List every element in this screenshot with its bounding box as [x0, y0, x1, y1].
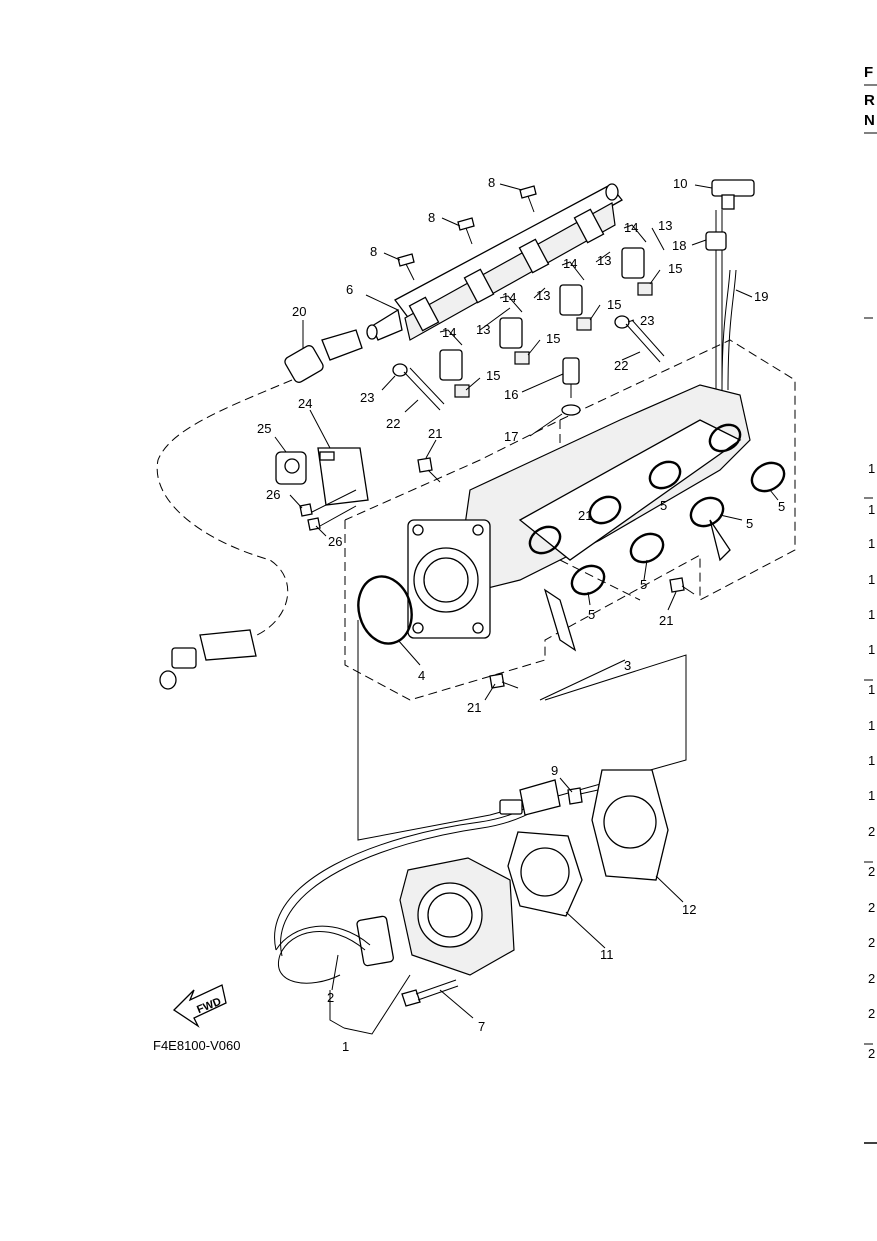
manifold-inlet-flange	[407, 519, 491, 639]
callout-label: 15	[607, 297, 621, 312]
pressure-sensor	[705, 179, 755, 391]
callout-label: 2	[327, 990, 334, 1005]
edge-row-number: 1	[868, 607, 875, 622]
edge-row-number: 2	[868, 824, 875, 839]
callout-label: 14	[563, 256, 577, 271]
o-ring	[357, 461, 786, 645]
bolt-21-22-23	[392, 315, 695, 689]
callout-label: 25	[257, 421, 271, 436]
callout-label: 3	[624, 658, 631, 673]
callout-label: 21	[578, 508, 592, 523]
callout-label: 1	[342, 1039, 349, 1054]
callout-label: 16	[504, 387, 518, 402]
callout-label: 26	[328, 534, 342, 549]
callout-label: 20	[292, 304, 306, 319]
callout-label: 7	[478, 1019, 485, 1034]
callout-label: 6	[346, 282, 353, 297]
callout-label: 21	[467, 700, 481, 715]
callout-label: 5	[746, 516, 753, 531]
callout-label: 18	[672, 238, 686, 253]
edge-row-number: 2	[868, 1006, 875, 1021]
edge-row-number: 1	[868, 502, 875, 517]
gasket	[507, 769, 669, 917]
callout-labels: 1 2 3 4 5 5 5 5 5 6 7 8 8 8 9 10 11 12 1…	[257, 175, 785, 1054]
edge-row-number: 1	[868, 788, 875, 803]
callout-label: 15	[486, 368, 500, 383]
callout-label: 13	[658, 218, 672, 233]
callout-label: 21	[428, 426, 442, 441]
callout-label: 8	[428, 210, 435, 225]
callout-label: 9	[551, 763, 558, 778]
edge-header-letter: F	[864, 64, 873, 81]
throttle-body	[274, 779, 561, 984]
edge-header-letter: N	[864, 112, 875, 129]
edge-row-number: 2	[868, 935, 875, 950]
callout-label: 5	[640, 577, 647, 592]
callout-label: 15	[546, 331, 560, 346]
diagram-reference-code: F4E8100-V060	[153, 1038, 240, 1053]
callout-label: 5	[778, 499, 785, 514]
fuel-rail	[366, 183, 623, 341]
callout-label: 23	[360, 390, 374, 405]
leader-lines	[274, 183, 779, 1035]
edge-row-number: 2	[868, 971, 875, 986]
edge-row-number: 1	[868, 572, 875, 587]
temp-sensor	[561, 357, 581, 416]
callout-label: 13	[597, 253, 611, 268]
bracket	[275, 447, 369, 531]
callout-label: 23	[640, 313, 654, 328]
edge-row-number: 1	[868, 536, 875, 551]
callout-label: 19	[754, 289, 768, 304]
callout-label: 22	[614, 358, 628, 373]
callout-label: 8	[370, 244, 377, 259]
callout-label: 11	[600, 947, 614, 962]
callout-label: 22	[386, 416, 400, 431]
adjacent-page-edge: F R N 1 1 1 1 1 1 1 1 1 1 2 2 2 2 2 2 2	[864, 64, 877, 1144]
callout-label: 21	[659, 613, 673, 628]
edge-row-number: 1	[868, 682, 875, 697]
edge-row-number: 2	[868, 1046, 875, 1061]
callout-label: 14	[442, 325, 456, 340]
edge-row-number: 2	[868, 864, 875, 879]
callout-label: 26	[266, 487, 280, 502]
callout-label: 5	[588, 607, 595, 622]
callout-label: 14	[624, 220, 638, 235]
callout-label: 5	[660, 498, 667, 513]
callout-label: 8	[488, 175, 495, 190]
bolt-8	[397, 185, 537, 281]
wire-harness	[156, 329, 363, 690]
callout-label: 24	[298, 396, 312, 411]
edge-row-number: 1	[868, 753, 875, 768]
callout-label: 15	[668, 261, 682, 276]
callout-label: 10	[673, 176, 687, 191]
edge-row-number: 1	[868, 718, 875, 733]
callout-label: 14	[502, 290, 516, 305]
callout-label: 13	[476, 322, 490, 337]
callout-label: 4	[418, 668, 425, 683]
callout-label: 12	[682, 902, 696, 917]
callout-label: 17	[504, 429, 518, 444]
edge-row-number: 2	[868, 900, 875, 915]
edge-row-number: 1	[868, 642, 875, 657]
edge-row-number: 1	[868, 461, 875, 476]
fwd-arrow-icon	[172, 984, 227, 1028]
fuel-injector	[439, 247, 653, 398]
edge-header-letter: R	[864, 92, 875, 109]
intake-manifold	[459, 384, 751, 652]
callout-label: 13	[536, 288, 550, 303]
assembly-bracket-1	[357, 620, 687, 841]
